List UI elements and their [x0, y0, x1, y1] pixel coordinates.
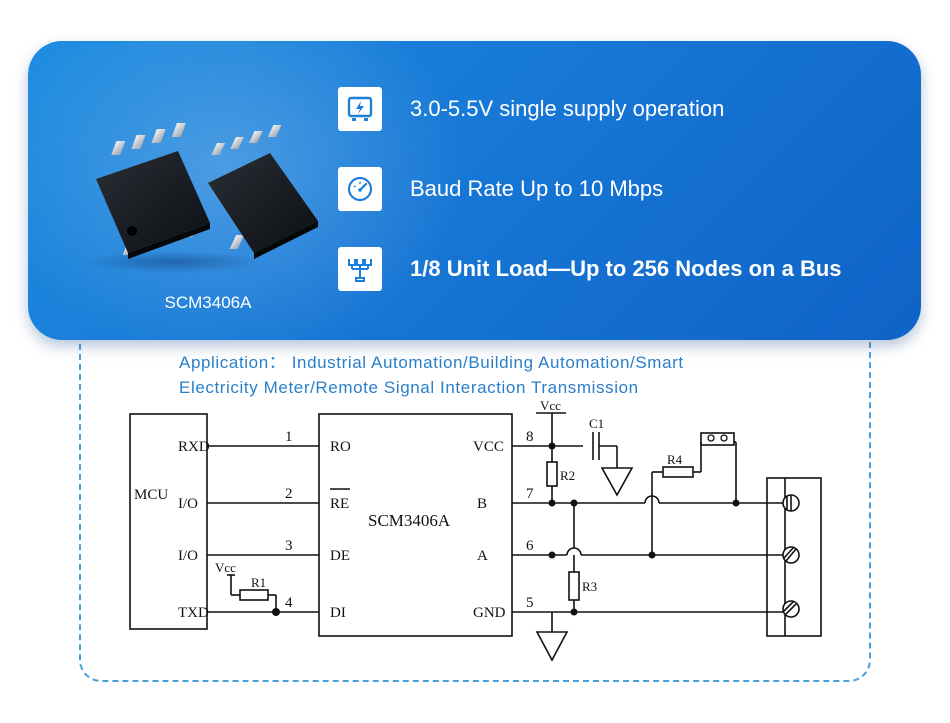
feature-load: 1/8 Unit Load—Up to 256 Nodes on a Bus [338, 246, 842, 292]
r1-label: R1 [251, 575, 266, 590]
chip-pin-de: DE [330, 548, 350, 564]
chip-back [208, 125, 318, 259]
terminal-block [766, 477, 822, 637]
product-banner: SCM3406A [28, 41, 921, 340]
application-line-2: Electricity Meter/Remote Signal Interact… [179, 378, 639, 397]
transceiver-block [318, 413, 513, 637]
c1-label: C1 [589, 416, 604, 431]
pin-number-3: 3 [285, 538, 293, 554]
pin-number-2: 2 [285, 486, 293, 502]
terminal-screws [782, 494, 800, 618]
termination-jumper [700, 432, 735, 446]
pin-number-7: 7 [526, 486, 534, 502]
vcc-left-label: Vcc [215, 560, 236, 575]
pin-number-6: 6 [526, 538, 534, 554]
chip-front [96, 123, 210, 259]
feature-text-baud: Baud Rate Up to 10 Mbps [410, 176, 664, 201]
mcu-pin-io-1: I/O [178, 496, 198, 512]
vcc-top-label: Vcc [540, 398, 561, 413]
power-supply-icon [338, 87, 382, 131]
mcu-pin-io-2: I/O [178, 548, 198, 564]
pin-number-4: 4 [285, 595, 293, 611]
mcu-pin-txd: TXD [178, 605, 209, 621]
feature-text-load: 1/8 Unit Load—Up to 256 Nodes on a Bus [410, 256, 842, 281]
pin-number-8: 8 [526, 429, 534, 445]
network-tree-icon [338, 247, 382, 291]
r2-resistor [546, 461, 558, 487]
feature-text-supply: 3.0-5.5V single supply operation [410, 96, 725, 121]
feature-baud: Baud Rate Up to 10 Mbps [338, 166, 663, 212]
pin-number-5: 5 [526, 595, 534, 611]
product-name: SCM3406A [164, 293, 252, 312]
r2-label: R2 [560, 468, 575, 483]
chip-pin-b: B [477, 496, 487, 512]
mcu-pin-rxd: RXD [178, 439, 210, 455]
chip-pin-di: DI [330, 605, 346, 621]
chip-illustration [96, 123, 318, 259]
application-line-1: Application： Industrial Automation/Build… [179, 353, 684, 372]
application-description: Application： Industrial Automation/Build… [179, 350, 819, 400]
pin-number-1: 1 [285, 429, 293, 445]
chip-pin-gnd: GND [473, 605, 506, 621]
chip-pin-ro: RO [330, 439, 351, 455]
chip-pin-re: RE [330, 496, 349, 512]
chip-shadow [83, 251, 263, 273]
speedometer-icon [338, 167, 382, 211]
r4-resistor [662, 466, 694, 478]
chip-pin-vcc: VCC [473, 439, 504, 455]
mcu-block [129, 413, 208, 630]
feature-supply: 3.0-5.5V single supply operation [338, 86, 724, 132]
r3-resistor [568, 571, 580, 601]
mcu-label: MCU [134, 487, 168, 503]
chip-pin-a: A [477, 548, 488, 564]
chip-label: SCM3406A [368, 511, 451, 530]
r3-label: R3 [582, 579, 597, 594]
r1-resistor [239, 589, 269, 601]
r4-label: R4 [667, 452, 683, 467]
